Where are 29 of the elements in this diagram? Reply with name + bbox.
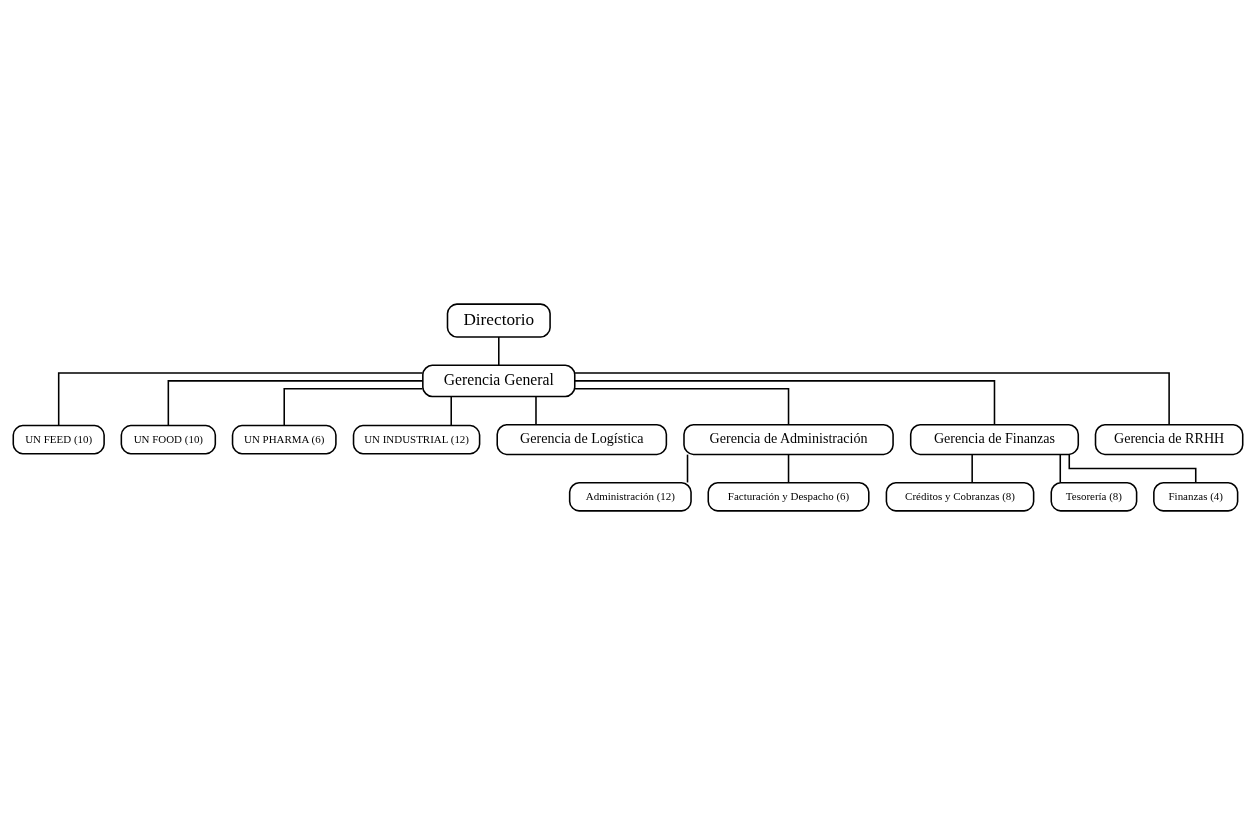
node-box: Finanzas (4) — [1153, 481, 1239, 512]
node-box: Gerencia de Administración — [683, 423, 894, 455]
connector — [574, 379, 996, 425]
connector — [450, 395, 452, 426]
node-box: Directorio — [446, 302, 551, 338]
node-box: Créditos y Cobranzas (8) — [885, 481, 1035, 512]
connector — [1059, 453, 1062, 483]
connector — [971, 453, 973, 483]
connector — [535, 395, 537, 425]
connector — [686, 453, 689, 483]
node-box: UN FEED (10) — [12, 424, 105, 454]
node-box: Gerencia General — [422, 363, 576, 397]
connector — [283, 387, 424, 426]
node-box: Tesorería (8) — [1050, 481, 1138, 512]
node-box: Gerencia de Logística — [496, 423, 668, 455]
node-box: Facturación y Despacho (6) — [707, 481, 870, 512]
node-box: Gerencia de Finanzas — [909, 423, 1080, 455]
connector — [574, 387, 790, 425]
connector — [574, 371, 1170, 425]
node-box: UN INDUSTRIAL (12) — [352, 424, 481, 454]
node-box: Administración (12) — [568, 481, 692, 512]
connector — [57, 371, 424, 426]
connector — [1068, 453, 1197, 483]
connector — [787, 453, 790, 483]
node-box: UN FOOD (10) — [120, 424, 217, 454]
node-box: Gerencia de RRHH — [1094, 423, 1244, 455]
connector — [498, 335, 500, 366]
connector — [167, 379, 424, 426]
node-box: UN PHARMA (6) — [231, 424, 337, 454]
